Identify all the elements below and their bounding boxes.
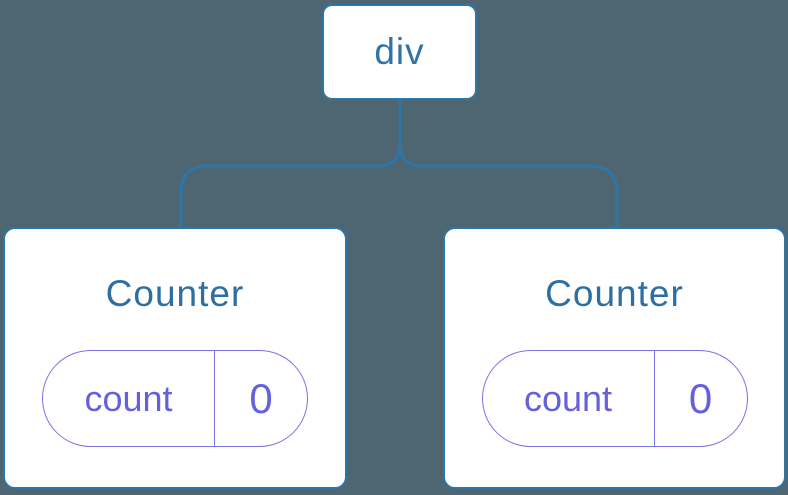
root-node-label: div — [374, 31, 425, 72]
connector-branch-right — [398, 144, 619, 228]
counter-node-left: Counter count 0 — [3, 227, 347, 489]
state-pill: count 0 — [481, 350, 748, 447]
counter-title: Counter — [545, 273, 684, 314]
state-pill: count 0 — [42, 350, 308, 447]
counter-node-right: Counter count 0 — [443, 227, 786, 489]
state-key-label: count — [43, 351, 215, 446]
root-node-div: div — [322, 4, 477, 100]
connector-branch-left — [179, 144, 402, 228]
state-key-label: count — [483, 351, 655, 446]
state-value: 0 — [688, 374, 713, 422]
state-value: 0 — [249, 374, 273, 422]
counter-title: Counter — [105, 273, 245, 314]
